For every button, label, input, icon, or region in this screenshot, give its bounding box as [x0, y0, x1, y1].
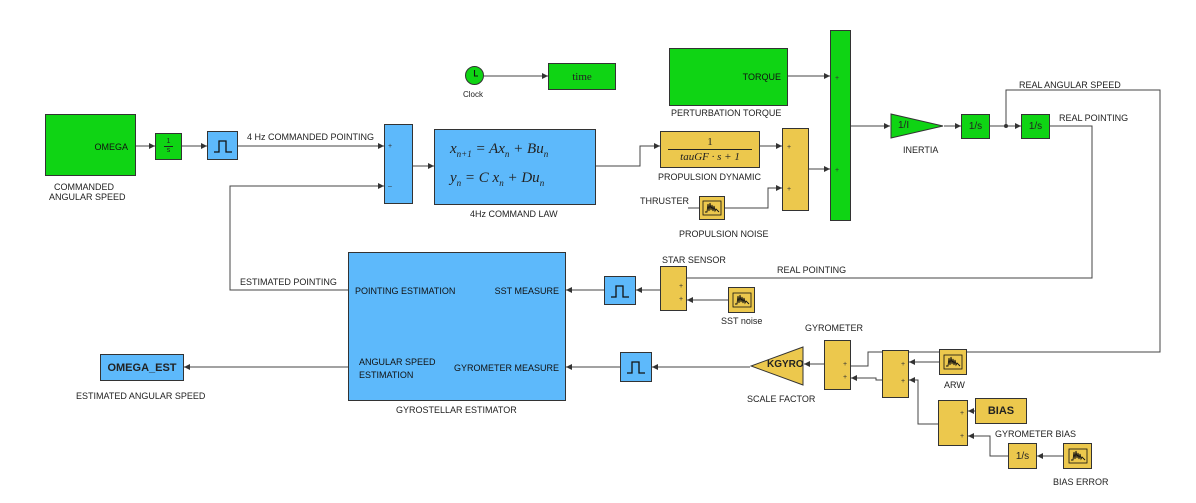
estimator-caption: GYROSTELLAR ESTIMATOR: [396, 405, 517, 415]
kgyro-gain-block[interactable]: KGYRO: [749, 346, 804, 386]
propulsion-dynamic-block[interactable]: 1 tauGF · s + 1: [660, 131, 760, 168]
command-sum-block[interactable]: + –: [384, 124, 413, 204]
propulsion-noise-caption: PROPULSION NOISE: [679, 229, 769, 239]
real-angular-speed-label: REAL ANGULAR SPEED: [1019, 80, 1121, 90]
integrator-cmd-den: s: [166, 147, 171, 154]
integrator-pointing-label: 1/s: [1028, 121, 1043, 132]
time-label: time: [572, 70, 592, 83]
junction-dot-1: [1004, 124, 1008, 128]
thruster-label: THRUSTER: [640, 196, 689, 206]
zero-order-hold-icon: [213, 139, 232, 153]
arw-caption: ARW: [944, 380, 965, 390]
port-pointing-estimation: POINTING ESTIMATION: [355, 286, 456, 296]
zoh-gyro-block[interactable]: [620, 352, 652, 382]
bias-integrator-label: 1/s: [1015, 450, 1030, 462]
omega-port-label: OMEGA: [94, 142, 128, 152]
line-real-angular-speed: [851, 89, 1161, 367]
integrator-pointing-block[interactable]: 1/s: [1021, 114, 1050, 139]
bias-sum-block[interactable]: + +: [938, 400, 968, 446]
output-equation: yn = C xn + Dun: [450, 170, 545, 188]
line-sum3-gyrosum: [851, 375, 882, 381]
omega-source-block[interactable]: OMEGA: [45, 114, 136, 176]
line-est-pointing: [229, 183, 384, 291]
time-block[interactable]: time: [548, 63, 616, 90]
zoh-command-caption: 4 Hz COMMANDED POINTING: [247, 132, 375, 142]
propulsion-noise-block[interactable]: [699, 196, 725, 220]
torque-caption: PERTURBATION TORQUE: [671, 108, 782, 118]
zero-order-hold-icon: [611, 284, 629, 298]
line-sum4-sum3: [909, 377, 938, 425]
torque-port-label: TORQUE: [742, 72, 781, 82]
sst-noise-block[interactable]: [728, 287, 755, 313]
propulsion-dynamic-caption: PROPULSION DYNAMIC: [658, 172, 762, 182]
port-sst-measure: SST MEASURE: [494, 286, 559, 296]
band-limited-noise-icon: [732, 292, 751, 308]
integrator-cmd-block[interactable]: 1 s: [155, 133, 182, 160]
port-angular-speed-2: ESTIMATION: [359, 370, 414, 380]
kgyro-caption: SCALE FACTOR: [747, 394, 816, 404]
bias-integrator-block[interactable]: 1/s: [1008, 443, 1037, 469]
zoh-command-block[interactable]: [207, 131, 238, 160]
propulsion-dyn-den: tauGF · s + 1: [680, 151, 740, 163]
band-limited-noise-icon: [1068, 448, 1087, 464]
omega-est-label: OMEGA_EST: [107, 361, 177, 374]
omega-source-caption-1: COMMANDED: [54, 182, 114, 192]
port-angular-speed-1: ANGULAR SPEED: [359, 357, 436, 367]
zero-order-hold-icon: [627, 361, 645, 374]
band-limited-noise-icon: [943, 354, 963, 370]
integrator-cmd-num: 1: [166, 138, 171, 145]
bias-constant-block[interactable]: BIAS: [975, 398, 1027, 424]
omega-source-caption-2: ANGULAR SPEED: [49, 192, 126, 202]
omega-est-caption: ESTIMATED ANGULAR SPEED: [76, 391, 206, 401]
real-pointing-label-bottom: REAL POINTING: [777, 265, 847, 275]
command-law-caption: 4Hz COMMAND LAW: [470, 209, 558, 219]
line-law-prop: [596, 143, 660, 167]
inertia-gain-block[interactable]: 1/I: [890, 113, 944, 139]
gyrometer-caption: GYROMETER: [805, 323, 864, 333]
gyrostellar-estimator-block[interactable]: POINTING ESTIMATION SST MEASURE ANGULAR …: [348, 252, 566, 401]
star-sensor-caption: STAR SENSOR: [662, 255, 726, 265]
sst-noise-caption: SST noise: [721, 316, 763, 326]
estimated-pointing-label: ESTIMATED POINTING: [240, 277, 337, 287]
state-equation: xn+1 = Axn + Bun: [450, 141, 549, 159]
line-intbias-sum4: [968, 433, 1008, 457]
bias-constant-label: BIAS: [987, 405, 1015, 417]
integrator-speed-label: 1/s: [968, 121, 983, 132]
port-gyrometer-measure: GYROMETER MEASURE: [453, 363, 559, 373]
clock-icon: [473, 70, 478, 77]
integrator-speed-block[interactable]: 1/s: [961, 114, 990, 139]
bias-error-noise-block[interactable]: [1063, 443, 1092, 469]
torque-block[interactable]: TORQUE: [669, 48, 788, 106]
clock-caption: Clock: [463, 90, 484, 99]
bias-caption: GYROMETER BIAS: [995, 429, 1077, 439]
band-limited-noise-icon: [702, 200, 722, 216]
propulsion-sum-block[interactable]: + +: [782, 128, 809, 211]
zoh-sst-block[interactable]: [604, 276, 636, 305]
star-sensor-sum-block[interactable]: + +: [660, 266, 687, 311]
bias-error-caption: BIAS ERROR: [1053, 477, 1109, 487]
real-pointing-label-top: REAL POINTING: [1059, 113, 1129, 123]
clock-block[interactable]: [465, 66, 484, 85]
arw-sum-block[interactable]: + +: [882, 350, 909, 398]
gyrometer-sum-block[interactable]: + +: [824, 340, 851, 390]
omega-est-block[interactable]: OMEGA_EST: [100, 354, 184, 381]
arw-noise-block[interactable]: [939, 349, 967, 375]
kgyro-gain-label: KGYRO: [767, 359, 804, 370]
inertia-caption: INERTIA: [903, 145, 939, 155]
torque-sum-block[interactable]: + +: [830, 30, 851, 221]
inertia-gain-label: 1/I: [898, 120, 910, 131]
command-law-block[interactable]: xn+1 = Axn + Bun yn = C xn + Dun: [434, 129, 596, 205]
propulsion-dyn-num: 1: [707, 136, 713, 148]
line-noise-sum2: [725, 185, 782, 209]
